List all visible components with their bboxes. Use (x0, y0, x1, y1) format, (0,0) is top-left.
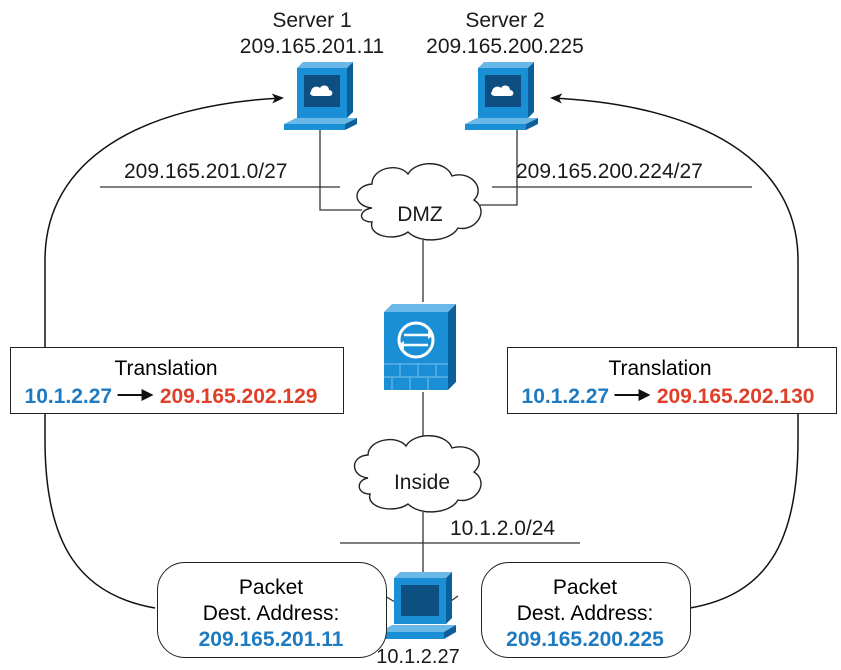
translation-mapping: 10.1.2.27 209.165.202.129 (25, 386, 318, 407)
source-ip: 10.1.2.27 (521, 385, 610, 408)
inside-cloud-icon (353, 435, 482, 513)
server-1-name: Server 1 (272, 9, 352, 32)
packet-bubble-right: Packet Dest. Address: 209.165.200.225 (481, 562, 691, 658)
arrow-icon (614, 389, 651, 402)
workstation-icon (380, 572, 456, 639)
packet-label: Packet (238, 576, 304, 599)
packet-dest-label: Dest. Address: (202, 602, 340, 625)
dmz-right-subnet: 209.165.200.224/27 (516, 160, 703, 183)
packet-label: Packet (552, 576, 618, 599)
right-flow-arrow (550, 93, 799, 609)
dmz-cloud-label: DMZ (397, 203, 443, 226)
host-ip: 10.1.2.27 (376, 646, 460, 668)
left-flow-arrow (44, 93, 284, 609)
network-lines (100, 130, 752, 611)
translation-box-left: Translation 10.1.2.27 209.165.202.129 (10, 347, 344, 414)
packet-dest-label: Dest. Address: (516, 602, 654, 625)
translation-title: Translation (114, 357, 218, 380)
packet-bubble-left: Packet Dest. Address: 209.165.201.11 (157, 562, 387, 658)
translation-box-right: Translation 10.1.2.27 209.165.202.130 (507, 347, 837, 414)
translation-mapping: 10.1.2.27 209.165.202.130 (522, 386, 815, 407)
server-2-ip: 209.165.200.225 (426, 35, 584, 58)
dmz-left-subnet: 209.165.201.0/27 (124, 160, 288, 183)
mapped-ip: 209.165.202.130 (656, 385, 815, 408)
translation-title: Translation (608, 357, 712, 380)
mapped-ip: 209.165.202.129 (159, 385, 318, 408)
firewall-icon (384, 304, 456, 390)
dmz-cloud-icon (356, 163, 482, 241)
inside-subnet: 10.1.2.0/24 (450, 517, 556, 540)
flow-arcs (44, 93, 799, 609)
source-ip: 10.1.2.27 (24, 385, 113, 408)
packet-dest-address: 209.165.200.225 (506, 628, 664, 651)
server-2-name: Server 2 (465, 9, 545, 32)
server-1-ip: 209.165.201.11 (239, 35, 385, 58)
inside-cloud-label: Inside (393, 471, 451, 494)
arrow-icon (117, 389, 154, 402)
server-1-icon (284, 62, 357, 130)
packet-dest-address: 209.165.201.11 (198, 628, 344, 651)
server-2-icon (465, 62, 538, 130)
